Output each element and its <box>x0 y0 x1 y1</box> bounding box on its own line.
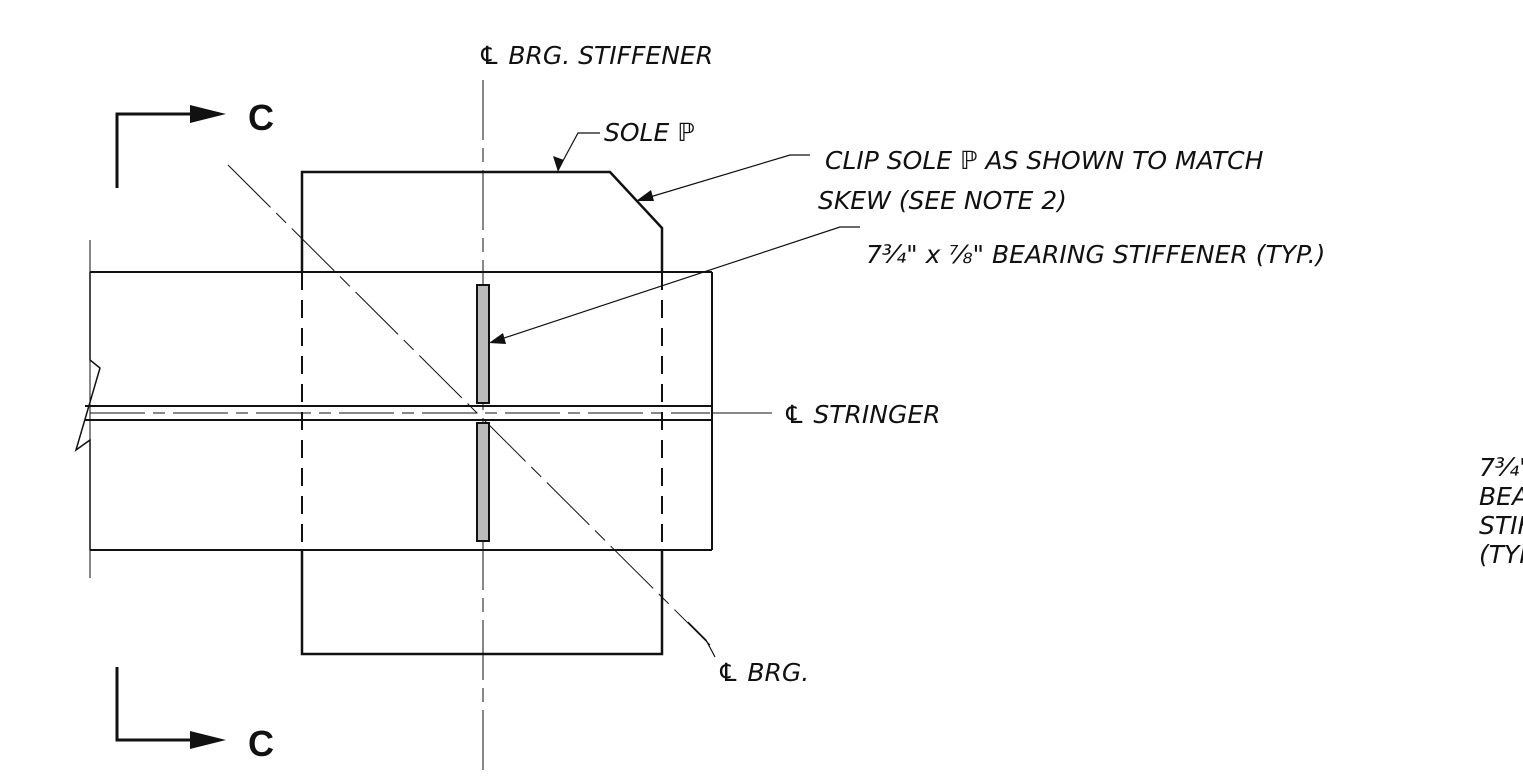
bearing-centerline <box>227 164 711 646</box>
stiffener-leader-arrow <box>489 333 506 344</box>
sole-plate-label: SOLE ℙ <box>604 118 695 147</box>
stringer-centerline-label: ℄ STRINGER <box>783 400 940 429</box>
section-cut-top-letter: C <box>248 97 274 138</box>
clip-note-line-2: SKEW (SEE NOTE 2) <box>818 186 1067 215</box>
bearing-centerline-label: ℄ BRG. <box>717 658 809 687</box>
partial-note-line-3: STIF <box>1479 511 1523 540</box>
break-line <box>74 272 101 550</box>
brg-stiffener-centerline-label: ℄ BRG. STIFFENER <box>478 41 713 70</box>
section-cut-bottom-leader <box>115 667 190 742</box>
section-cut-top-arrow <box>190 105 226 123</box>
clip-leader-arrow <box>636 190 654 201</box>
section-cut-bottom-arrow <box>190 731 226 749</box>
clip-leader <box>639 154 810 201</box>
sole-plate-bottom <box>300 550 664 656</box>
bearing-label-leader <box>687 621 716 658</box>
partial-stiffener-note: 7¾" BEA STIF (TYP <box>1479 453 1523 569</box>
partial-note-line-4: (TYP <box>1479 540 1523 569</box>
partial-note-line-1: 7¾" <box>1479 453 1523 482</box>
section-cut-bottom-letter: C <box>248 723 274 764</box>
stiffener-leader <box>491 226 860 343</box>
sole-plate-top <box>300 170 664 272</box>
section-cut-bottom: C <box>115 667 274 764</box>
sole-plate-leader <box>557 132 600 171</box>
bearing-stiffener-upper <box>476 284 490 404</box>
clip-note-line-1: CLIP SOLE ℙ AS SHOWN TO MATCH <box>825 146 1264 175</box>
bearing-stiffener-note: 7¾" x ⅞" BEARING STIFFENER (TYP.) <box>866 240 1325 269</box>
section-cut-top-leader <box>115 112 190 188</box>
section-cut-top: C <box>115 97 274 188</box>
sole-plate-leader-arrow <box>553 156 564 172</box>
bearing-stiffener-lower <box>476 422 490 542</box>
partial-note-line-2: BEA <box>1479 482 1523 511</box>
